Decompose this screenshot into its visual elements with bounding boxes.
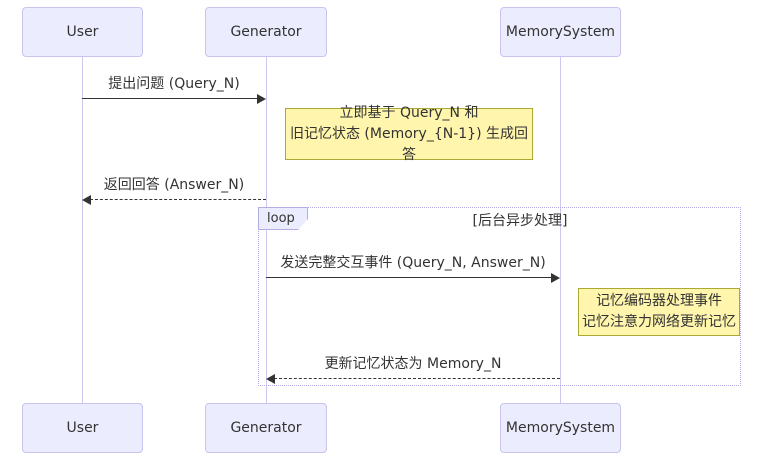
loop-label: loop [267, 211, 295, 226]
actor-label: Generator [230, 24, 302, 40]
lifeline-memorysystem [560, 57, 561, 403]
loop-label-tab: loop [258, 207, 308, 230]
note-line: 旧记忆状态 (Memory_{N-1}) 生成回答 [289, 125, 528, 163]
actor-top-memorysystem: MemorySystem [500, 7, 621, 57]
message-4-line [274, 378, 560, 379]
message-2-label: 返回回答 (Answer_N) [103, 177, 245, 193]
message-4-label: 更新记忆状态为 Memory_N [324, 356, 502, 372]
message-3-arrowhead-icon [551, 273, 560, 283]
note-line: 记忆编码器处理事件 [596, 293, 722, 309]
message-1-arrowhead-icon [257, 94, 266, 104]
loop-condition: [后台异步处理] [472, 213, 568, 229]
message-3-label: 发送完整交互事件 (Query_N, Answer_N) [280, 255, 546, 271]
lifeline-generator [266, 57, 267, 403]
note-line: 记忆注意力网络更新记忆 [582, 314, 736, 330]
lifeline-user [82, 57, 83, 403]
actor-top-generator: Generator [205, 7, 327, 57]
actor-label: User [66, 420, 99, 436]
message-1-label: 提出问题 (Query_N) [108, 76, 240, 92]
actor-bottom-memorysystem: MemorySystem [500, 403, 621, 453]
message-2-line [90, 199, 266, 200]
actor-top-user: User [22, 7, 143, 57]
message-1-line [82, 98, 258, 99]
note-2: 记忆编码器处理事件 记忆注意力网络更新记忆 [578, 288, 740, 336]
actor-label: MemorySystem [505, 420, 616, 436]
actor-label: MemorySystem [505, 24, 616, 40]
actor-bottom-user: User [22, 403, 143, 453]
message-3-line [266, 277, 552, 278]
message-2-arrowhead-icon [82, 195, 91, 205]
actor-label: User [66, 24, 99, 40]
actor-label: Generator [230, 420, 302, 436]
note-line: 立即基于 Query_N 和 [339, 104, 479, 121]
loop-frame [258, 207, 741, 386]
message-4-arrowhead-icon [266, 374, 275, 384]
note-1: 立即基于 Query_N 和 旧记忆状态 (Memory_{N-1}) 生成回答 [285, 105, 533, 163]
actor-bottom-generator: Generator [205, 403, 327, 453]
